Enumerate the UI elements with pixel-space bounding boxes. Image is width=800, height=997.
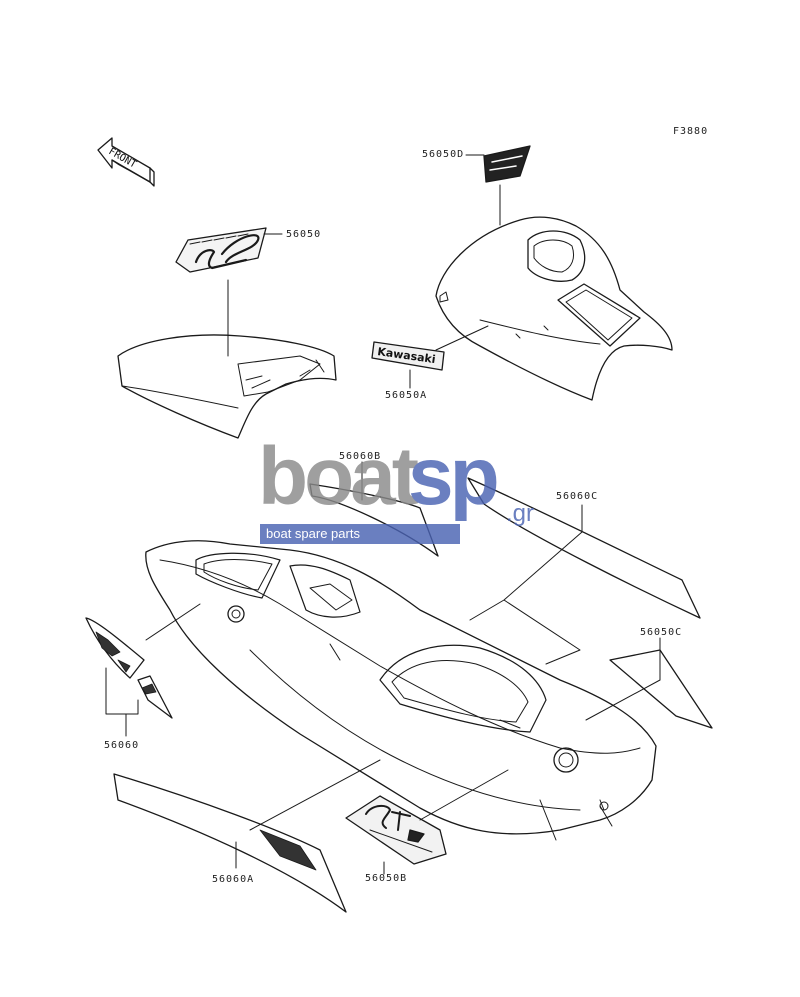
part-label-56060c: 56060C bbox=[556, 491, 599, 502]
watermark-boat-text: boat bbox=[258, 431, 419, 522]
stripe-56060c bbox=[467, 477, 701, 619]
model-decal-part bbox=[483, 145, 531, 183]
part-label-56050a: 56050A bbox=[385, 390, 428, 401]
watermark-tagline: boat spare parts bbox=[260, 524, 460, 544]
st-decal-part bbox=[345, 795, 447, 865]
kawasaki-decal-part bbox=[371, 341, 445, 371]
figure-code: F3880 bbox=[673, 126, 709, 137]
part-label-56060b: 56060A bbox=[212, 874, 255, 885]
decal-56060-part bbox=[85, 617, 173, 719]
part-label-56060: 56060 bbox=[104, 740, 140, 751]
watermark-sp-text: sp bbox=[408, 431, 500, 522]
stripe-56060b bbox=[113, 773, 347, 913]
watermark-logo: boat sp .gr boat spare parts bbox=[258, 436, 548, 554]
part-label-56050: 56050 bbox=[286, 229, 322, 240]
stripe-56050c bbox=[609, 649, 713, 729]
part-label-56050d: 56050D bbox=[422, 149, 465, 160]
ls-decal-part bbox=[175, 227, 267, 273]
part-label-56050c: 56050C bbox=[640, 627, 683, 638]
front-arrow-icon bbox=[97, 137, 155, 187]
hull bbox=[145, 540, 657, 841]
stripe-56060a bbox=[309, 483, 439, 557]
part-label-56050b: 56050B bbox=[365, 873, 408, 884]
watermark-suffix: .gr bbox=[506, 500, 535, 527]
rear-seat-cover bbox=[117, 334, 337, 439]
part-label-56060a: 56060B bbox=[339, 451, 382, 462]
front-hood bbox=[435, 216, 673, 401]
